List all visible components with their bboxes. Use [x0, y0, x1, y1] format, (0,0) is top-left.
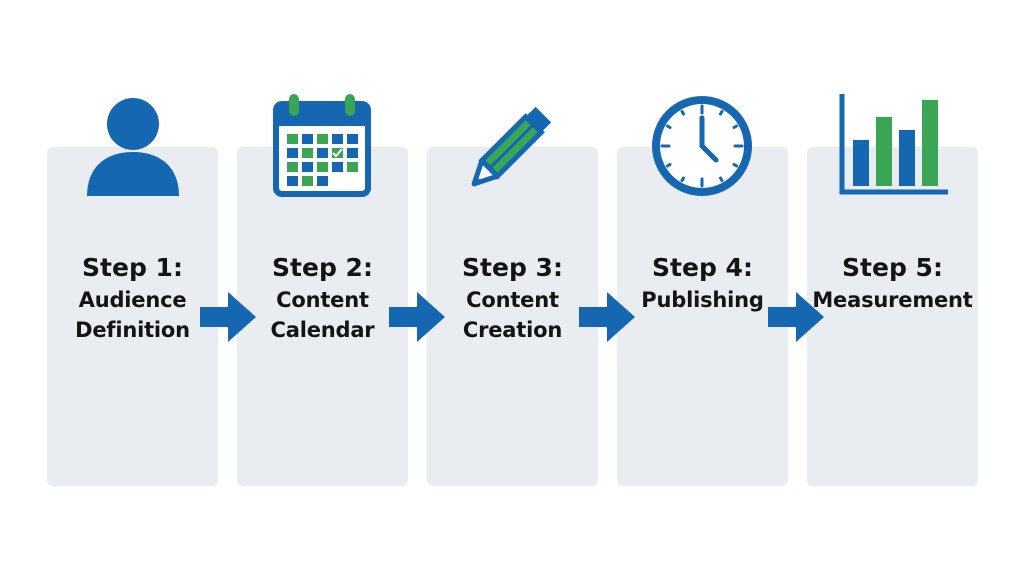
step-text-1: Step 1: Audience Definition: [35, 253, 230, 345]
pencil-icon: [471, 106, 552, 187]
person-icon: [87, 98, 179, 196]
arrow-right-icon: [579, 292, 635, 342]
arrow-right-icon: [389, 292, 445, 342]
step-label: Content Calendar: [270, 288, 375, 342]
step-text-2: Step 2: Content Calendar: [225, 253, 420, 345]
step-title: Step 4:: [652, 253, 753, 282]
step-label: Content Creation: [462, 288, 563, 342]
step-label: Publishing: [641, 288, 764, 312]
step-title: Step 3:: [462, 253, 563, 282]
bar-chart-icon: [839, 94, 948, 195]
step-title: Step 1:: [82, 253, 183, 282]
step-label: Measurement: [812, 288, 973, 312]
step-card-5: Step 5: Measurement: [807, 147, 978, 486]
step-text-3: Step 3: Content Creation: [415, 253, 610, 345]
step-title: Step 2:: [272, 253, 373, 282]
step-label: Audience Definition: [75, 288, 190, 342]
step-text-4: Step 4: Publishing: [605, 253, 800, 315]
calendar-icon: [273, 94, 371, 197]
step-text-5: Step 5: Measurement: [795, 253, 990, 315]
step-card-1: Step 1: Audience Definition: [47, 147, 218, 486]
arrow-right-icon: [200, 292, 256, 342]
arrow-right-icon: [768, 292, 824, 342]
clock-icon: [652, 96, 752, 196]
step-card-3: Step 3: Content Creation: [427, 147, 598, 486]
step-card-2: Step 2: Content Calendar: [237, 147, 408, 486]
step-card-4: Step 4: Publishing: [617, 147, 788, 486]
step-title: Step 5:: [842, 253, 943, 282]
